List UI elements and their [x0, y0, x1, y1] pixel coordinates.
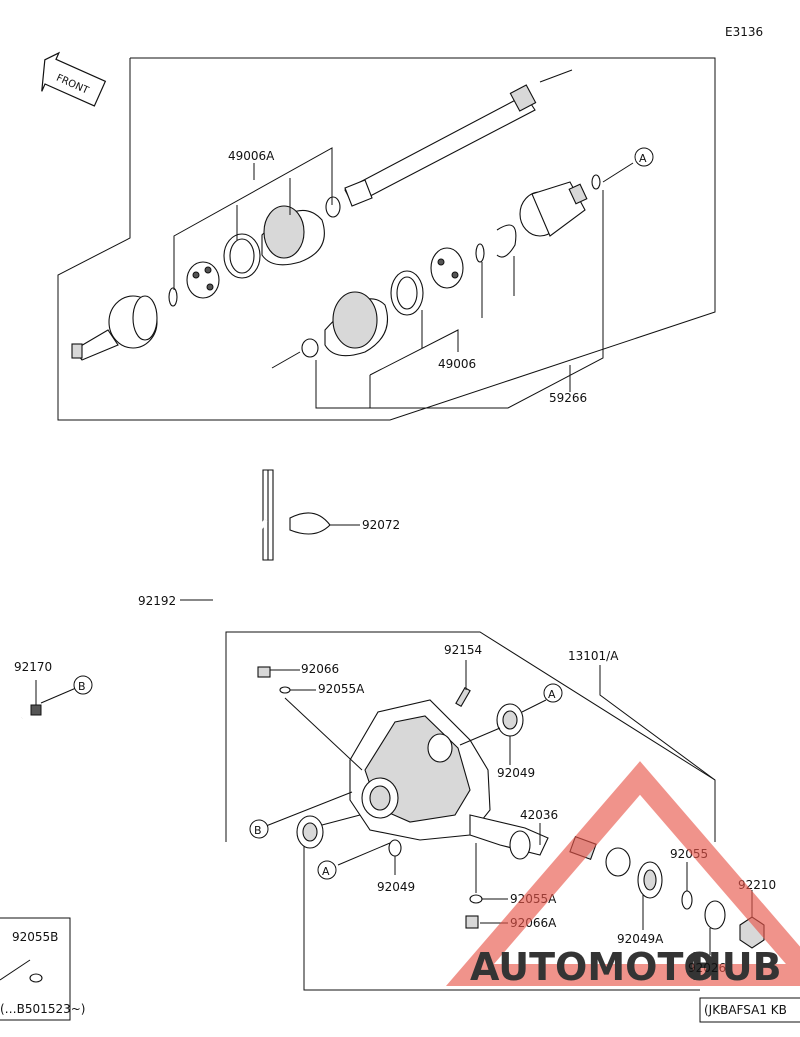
drive-shaft-part: [344, 69, 573, 207]
boot-kit-49006: [271, 224, 517, 369]
oil-seal-92049-top: [496, 703, 524, 737]
callout-42036: 42036: [520, 808, 558, 822]
callout-92049-low: 92049: [377, 880, 415, 894]
ref-b-left-label: B: [78, 680, 86, 693]
final-gear-case-part: [349, 699, 549, 860]
plug-92066: [257, 666, 271, 678]
callout-92154: 92154: [444, 643, 482, 657]
oring-92055: [681, 890, 693, 910]
drive-shaft-group-frame: [57, 57, 716, 421]
hose-clip-92170: [30, 704, 42, 716]
ref-a-mid-label: A: [548, 688, 556, 701]
callout-13101A: 13101/A: [568, 649, 619, 663]
breather-hose-part: [17, 469, 274, 747]
ref-b-case-label: B: [254, 824, 262, 837]
diagram-code: E3136: [725, 25, 763, 39]
callout-lines-upper: [173, 147, 634, 409]
hose-clamp-92072: [289, 512, 331, 535]
ref-a-top-label: A: [639, 152, 647, 165]
ref-marker-a-top: A: [634, 147, 654, 167]
callout-92192: 92192: [138, 594, 176, 608]
boot-kit-49006A: [168, 196, 341, 307]
callout-92072: 92072: [362, 518, 400, 532]
oring-92055A-low: [469, 894, 483, 904]
watermark-logo: AUTOMOTO HUB: [445, 761, 800, 989]
outer-cv-joint-part: [71, 295, 158, 361]
watermark-text-hub: HUB: [690, 945, 782, 989]
serial-box-right: [699, 997, 800, 1023]
ref-marker-a-mid: A: [543, 683, 563, 703]
ref-a-low-label: A: [322, 865, 330, 878]
callout-92066: 92066: [301, 662, 339, 676]
callout-59266: 59266: [549, 391, 587, 405]
serial-note-left: (…B501523~): [0, 1002, 85, 1016]
oil-seal-92049A: [637, 861, 663, 899]
serial-note-right: (JKBAFSA1 KB: [704, 1003, 787, 1017]
callout-92055B: 92055B: [12, 930, 58, 944]
front-arrow-icon: FRONT: [41, 51, 107, 107]
bolt-92154: [455, 686, 471, 708]
drain-plug-92066A: [465, 915, 479, 929]
callout-92049A: 92049A: [617, 932, 664, 946]
callout-92049-top: 92049: [497, 766, 535, 780]
callout-92055A-top: 92055A: [318, 682, 365, 696]
callout-49006: 49006: [438, 357, 476, 371]
ref-marker-b-left: B: [73, 675, 93, 695]
oring-92055A-top: [279, 686, 291, 694]
callout-49006A: 49006A: [228, 149, 275, 163]
final-gear-case-frame: [225, 631, 716, 991]
oil-seal-92049-low: [296, 815, 324, 849]
callout-92170: 92170: [14, 660, 52, 674]
inner-cv-joint-part: [519, 174, 601, 237]
ref-marker-b-case: B: [249, 819, 269, 839]
inset-box-92055B: [0, 917, 71, 1021]
ref-marker-a-low: A: [317, 860, 337, 880]
collar-92026: [704, 900, 726, 930]
watermark-text-main: AUTOMOTO: [470, 945, 716, 989]
